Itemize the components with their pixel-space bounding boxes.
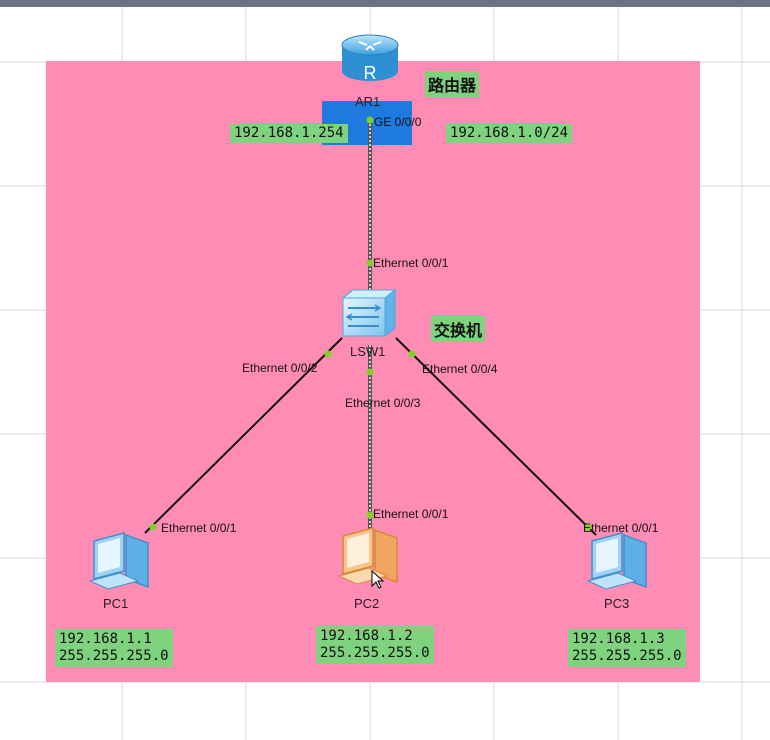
pc-icon [88,532,149,590]
router-AR1[interactable]: R [339,29,401,87]
switch-port-right: Ethernet 0/0/4 [422,362,498,376]
pc3-mask: 255.255.255.0 [572,648,682,664]
pc-icon [586,532,647,590]
pc-PC1[interactable] [86,527,156,591]
pc-icon [337,527,398,585]
router-icon: R [341,34,399,83]
port-dot [584,523,592,531]
pc1-mask: 255.255.255.0 [59,648,169,664]
switch-caption: 交换机 [431,316,486,342]
link-switch-pc1[interactable] [144,337,343,534]
switch-port-left: Ethernet 0/0/2 [242,361,318,375]
port-dot [408,350,416,358]
pc2-name: PC2 [354,596,380,611]
pc1-address-label: 192.168.1.1 255.255.255.0 [55,629,173,667]
pc2-address-label: 192.168.1.2 255.255.255.0 [316,626,434,664]
switch-name: LSW1 [350,344,386,359]
switch-LSW1[interactable] [339,288,397,338]
pc2-port-label: Ethernet 0/0/1 [373,507,449,521]
port-dot [324,350,332,358]
router-ip-label: 192.168.1.254 [230,124,348,143]
pc2-ip: 192.168.1.2 [320,628,413,644]
switch-port-up: Ethernet 0/0/1 [373,256,449,270]
port-dot [366,116,374,124]
pc-PC3[interactable] [584,527,654,591]
port-dot [366,259,374,267]
router-caption: 路由器 [425,71,480,97]
pc1-port-label: Ethernet 0/0/1 [161,521,237,535]
pc2-mask: 255.255.255.0 [320,645,430,661]
mouse-cursor-icon [371,570,385,589]
switch-port-mid: Ethernet 0/0/3 [345,396,421,410]
pc-PC2[interactable] [335,522,405,586]
port-dot [366,368,374,376]
pc3-ip: 192.168.1.3 [572,631,665,647]
switch-icon [341,288,397,338]
port-dot [149,523,157,531]
router-port-label: GE 0/0/0 [374,115,422,129]
pc1-name: PC1 [103,596,129,611]
link-switch-pc3[interactable] [395,337,597,536]
pc3-address-label: 192.168.1.3 255.255.255.0 [568,629,686,667]
network-label: 192.168.1.0/24 [446,124,573,143]
pc1-ip: 192.168.1.1 [59,631,152,647]
router-name: AR1 [355,94,381,109]
window-top-edge [0,0,770,7]
svg-text:R: R [364,63,377,83]
pc3-name: PC3 [604,596,630,611]
port-dot [366,511,374,519]
pc3-port-label: Ethernet 0/0/1 [583,521,659,535]
